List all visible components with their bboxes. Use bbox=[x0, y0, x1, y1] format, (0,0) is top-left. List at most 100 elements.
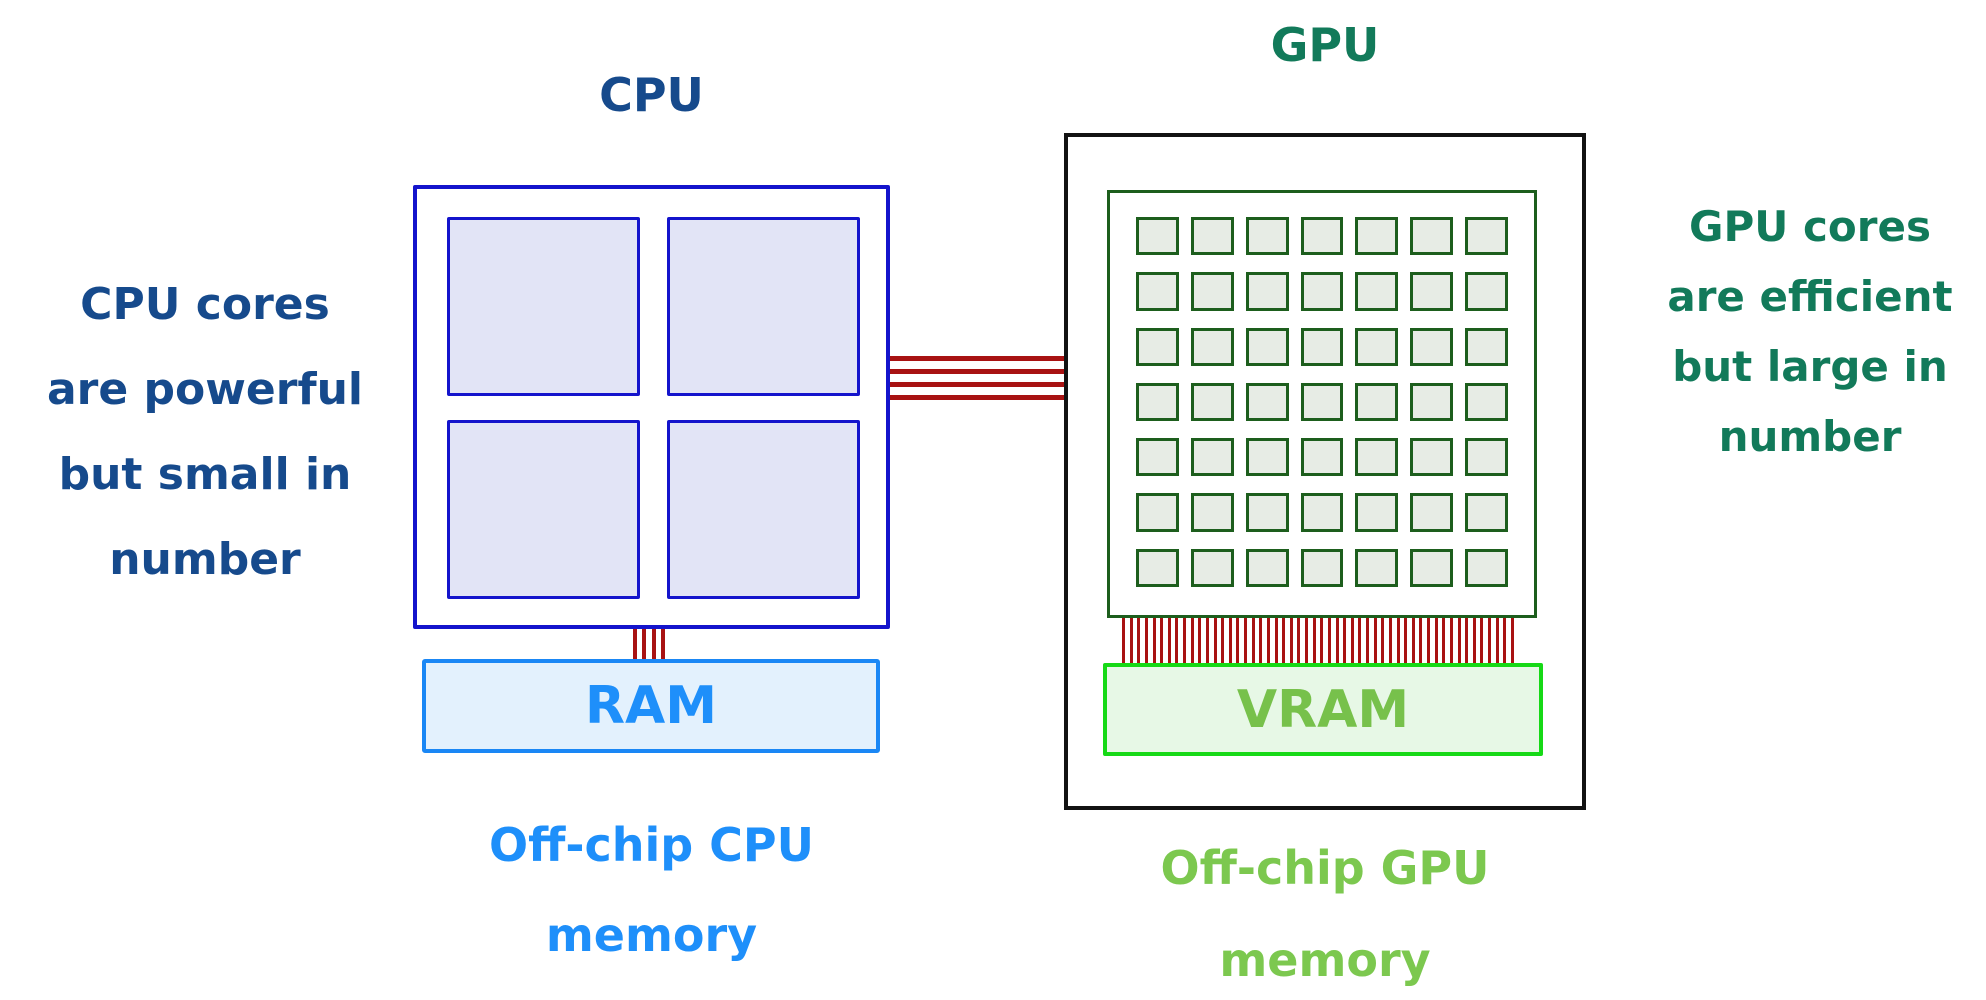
cpu-ram-bus-line bbox=[660, 629, 665, 659]
gpu-vram-bus-line bbox=[1503, 618, 1507, 663]
gpu-core bbox=[1300, 493, 1344, 532]
gpu-vram-bus-line bbox=[1221, 618, 1225, 663]
gpu-core bbox=[1245, 438, 1289, 477]
vram-label: VRAM bbox=[1236, 679, 1410, 740]
gpu-vram-bus-line bbox=[1343, 618, 1347, 663]
gpu-vram-bus-line bbox=[1442, 618, 1446, 663]
gpu-vram-bus-line bbox=[1449, 618, 1453, 663]
cpu-annotation-line: but small in bbox=[58, 449, 352, 500]
gpu-vram-bus-line bbox=[1297, 618, 1301, 663]
cpu-ram-bus-line bbox=[633, 629, 637, 659]
gpu-vram-bus-line bbox=[1205, 618, 1209, 663]
gpu-core bbox=[1190, 217, 1234, 256]
gpu-vram-bus-line bbox=[1228, 618, 1232, 663]
vram-box: VRAM bbox=[1103, 663, 1543, 756]
gpu-core bbox=[1410, 272, 1454, 311]
gpu-vram-bus-line bbox=[1259, 618, 1263, 663]
gpu-core bbox=[1410, 438, 1454, 477]
gpu-vram-bus-line bbox=[1305, 618, 1308, 663]
gpu-core bbox=[1190, 327, 1234, 366]
gpu-vram-bus-line bbox=[1129, 618, 1133, 663]
gpu-vram-bus-line bbox=[1213, 618, 1217, 663]
cpu-annotation-line: number bbox=[109, 534, 301, 585]
gpu-core bbox=[1410, 382, 1454, 422]
gpu-core bbox=[1465, 327, 1508, 366]
cpu-core bbox=[447, 420, 640, 599]
gpu-core bbox=[1136, 272, 1179, 311]
gpu-core bbox=[1300, 438, 1344, 477]
gpu-core bbox=[1245, 217, 1289, 256]
gpu-vram-bus-line bbox=[1289, 618, 1293, 663]
gpu-core bbox=[1355, 217, 1399, 256]
gpu-vram-bus-line bbox=[1457, 618, 1461, 663]
gpu-vram-bus-line bbox=[1434, 618, 1438, 663]
cpu-memory-caption-line: Off-chip CPU bbox=[488, 818, 814, 872]
gpu-annotation-line: are efficient bbox=[1667, 272, 1953, 321]
cpu-core bbox=[667, 420, 860, 599]
cpu-gpu-bus-line bbox=[890, 356, 1064, 361]
gpu-core bbox=[1410, 548, 1454, 587]
gpu-core bbox=[1136, 438, 1179, 477]
gpu-vram-bus-line bbox=[1320, 618, 1324, 663]
gpu-core bbox=[1355, 548, 1399, 587]
gpu-core bbox=[1355, 272, 1399, 311]
gpu-vram-bus-line bbox=[1388, 618, 1392, 663]
gpu-vram-bus-line bbox=[1510, 618, 1514, 663]
gpu-vram-bus-line bbox=[1366, 618, 1369, 663]
gpu-vram-bus-line bbox=[1381, 618, 1385, 663]
gpu-annotation-line: GPU cores bbox=[1689, 202, 1931, 251]
gpu-core bbox=[1136, 217, 1179, 256]
gpu-vram-bus-line bbox=[1472, 618, 1476, 663]
cpu-core-grid bbox=[413, 185, 890, 629]
gpu-vram-bus-line bbox=[1480, 618, 1484, 663]
gpu-core bbox=[1300, 382, 1344, 422]
gpu-core bbox=[1355, 327, 1399, 366]
gpu-vram-bus-line bbox=[1183, 618, 1186, 663]
gpu-vram-bus-line bbox=[1312, 618, 1316, 663]
gpu-vram-bus-line bbox=[1373, 618, 1377, 663]
cpu-annotation: CPU cores are powerful but small in numb… bbox=[5, 262, 405, 602]
gpu-vram-bus-line bbox=[1274, 618, 1278, 663]
gpu-core bbox=[1136, 382, 1179, 422]
gpu-vram-bus-line bbox=[1465, 618, 1469, 663]
cpu-memory-caption: Off-chip CPU memory bbox=[413, 800, 890, 980]
gpu-vram-bus-line bbox=[1152, 618, 1156, 663]
gpu-vram-bus-line bbox=[1327, 618, 1331, 663]
gpu-core bbox=[1410, 217, 1454, 256]
gpu-annotation: GPU cores are efficient but large in num… bbox=[1625, 192, 1986, 472]
gpu-core bbox=[1355, 493, 1399, 532]
gpu-memory-caption-line: memory bbox=[1219, 933, 1431, 987]
gpu-core bbox=[1465, 438, 1508, 477]
gpu-vram-bus-line bbox=[1198, 618, 1202, 663]
gpu-vram-bus-line bbox=[1358, 618, 1362, 663]
gpu-memory-caption-line: Off-chip GPU bbox=[1160, 841, 1490, 895]
gpu-vram-bus-line bbox=[1144, 618, 1148, 663]
gpu-vram-bus-line bbox=[1419, 618, 1423, 663]
gpu-vram-bus-line bbox=[1427, 618, 1430, 663]
cpu-ram-bus bbox=[633, 629, 665, 659]
gpu-core bbox=[1245, 548, 1289, 587]
gpu-core bbox=[1136, 327, 1179, 366]
gpu-core bbox=[1136, 548, 1179, 587]
gpu-core bbox=[1465, 272, 1508, 311]
gpu-core bbox=[1410, 327, 1454, 366]
cpu-annotation-line: are powerful bbox=[46, 364, 363, 415]
gpu-core bbox=[1465, 217, 1508, 256]
gpu-vram-bus-line bbox=[1244, 618, 1247, 663]
gpu-title: GPU bbox=[1270, 18, 1380, 72]
gpu-vram-bus-line bbox=[1236, 618, 1240, 663]
gpu-core bbox=[1190, 548, 1234, 587]
gpu-core bbox=[1355, 382, 1399, 422]
cpu-memory-caption-line: memory bbox=[545, 908, 758, 962]
gpu-core bbox=[1245, 327, 1289, 366]
gpu-core bbox=[1300, 217, 1344, 256]
gpu-core bbox=[1465, 548, 1508, 587]
gpu-core bbox=[1190, 382, 1234, 422]
gpu-core bbox=[1355, 438, 1399, 477]
gpu-memory-caption: Off-chip GPU memory bbox=[1064, 822, 1586, 1000]
cpu-title: CPU bbox=[599, 68, 704, 122]
gpu-core bbox=[1190, 438, 1234, 477]
cpu-gpu-bus-line bbox=[890, 369, 1064, 374]
gpu-core bbox=[1245, 272, 1289, 311]
